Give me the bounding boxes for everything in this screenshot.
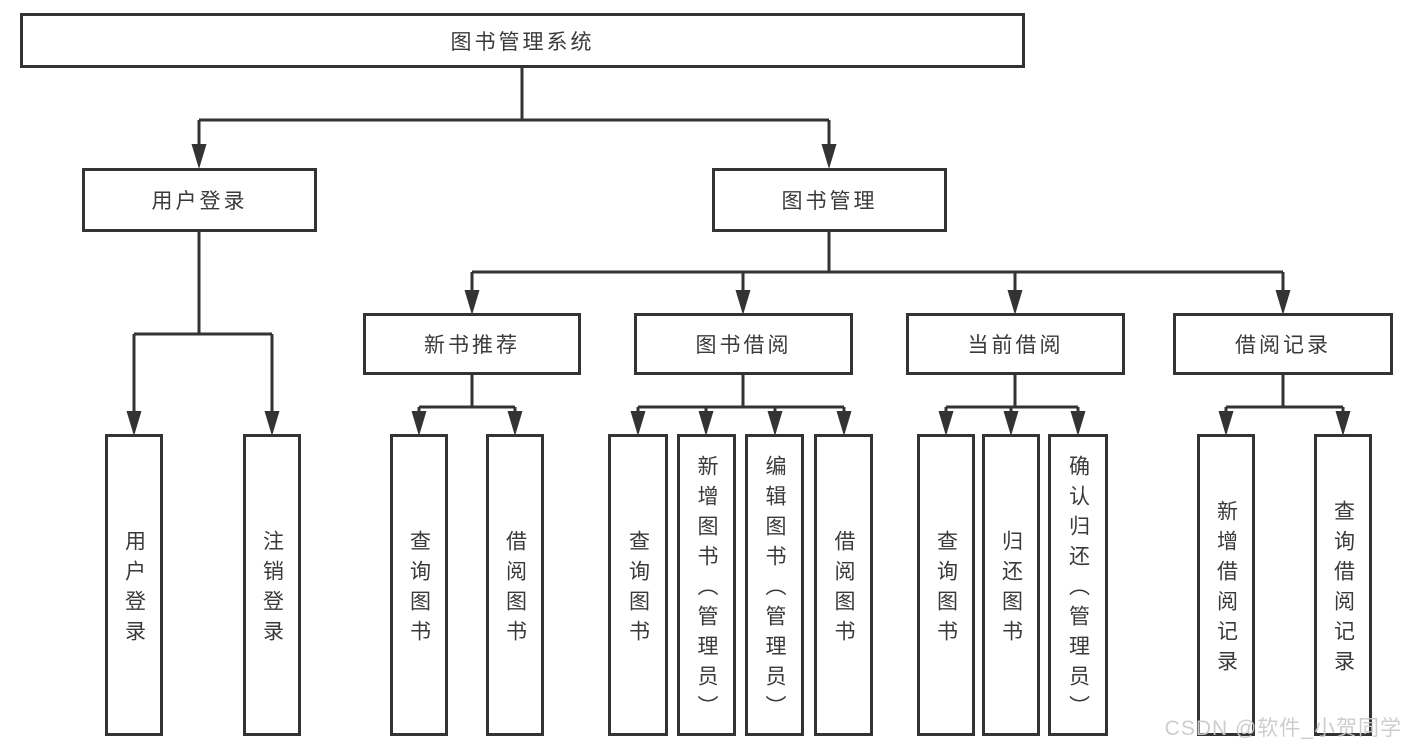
connector-current-borrow-to-leaves <box>938 375 1086 436</box>
node-book-management: 图书管理 <box>712 168 947 232</box>
leaf-query-books-recommend: 查询图书 <box>390 434 448 736</box>
connector-book-management-to-level3 <box>464 232 1291 315</box>
leaf-edit-book-admin: 编辑图书（管理员） <box>745 434 804 736</box>
connector-borrow-records-to-leaves <box>1218 375 1351 436</box>
leaf-borrow-books-borrow: 借阅图书 <box>814 434 873 736</box>
watermark-text: CSDN @软件_小贺同学 <box>1164 717 1402 740</box>
node-root: 图书管理系统 <box>20 13 1025 68</box>
leaf-add-borrow-record: 新增借阅记录 <box>1197 434 1255 736</box>
leaf-confirm-return-admin: 确认归还（管理员） <box>1048 434 1108 736</box>
leaf-return-books: 归还图书 <box>982 434 1040 736</box>
connector-new-book-recommend-to-leaves <box>411 375 523 436</box>
node-new-book-recommend: 新书推荐 <box>363 313 581 375</box>
leaf-add-book-admin: 新增图书（管理员） <box>677 434 736 736</box>
leaf-query-books-current: 查询图书 <box>917 434 975 736</box>
node-book-borrow: 图书借阅 <box>634 313 853 375</box>
connector-user-login-to-leaves <box>126 232 280 436</box>
connector-book-borrow-to-leaves <box>630 375 852 436</box>
connector-root-to-level2 <box>191 68 837 169</box>
node-current-borrow: 当前借阅 <box>906 313 1125 375</box>
leaf-query-borrow-record: 查询借阅记录 <box>1314 434 1372 736</box>
leaf-user-login: 用户登录 <box>105 434 163 736</box>
node-user-login: 用户登录 <box>82 168 317 232</box>
leaf-query-books-borrow: 查询图书 <box>608 434 668 736</box>
leaf-borrow-books-recommend: 借阅图书 <box>486 434 544 736</box>
leaf-logout: 注销登录 <box>243 434 301 736</box>
node-borrow-records: 借阅记录 <box>1173 313 1393 375</box>
